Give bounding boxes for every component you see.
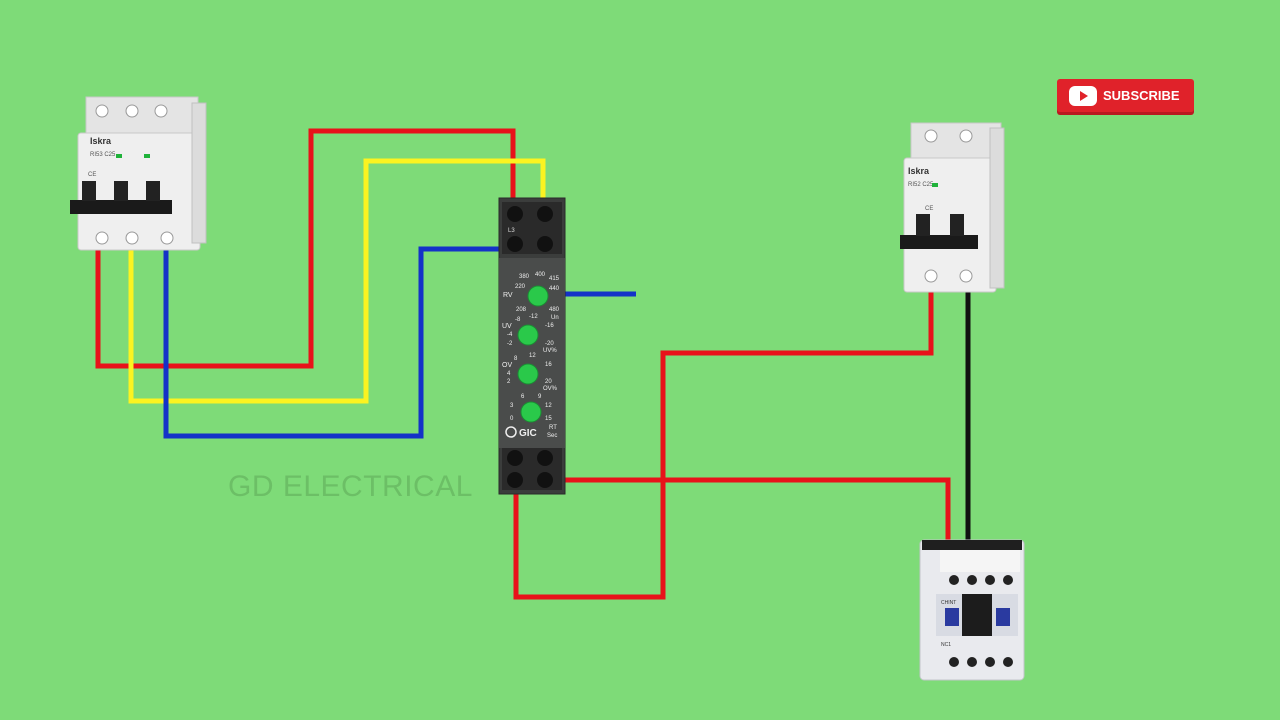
breaker-2p-model: RI52 C25 xyxy=(908,182,934,188)
relay-terminal-label: L3 xyxy=(508,228,515,234)
svg-text:-2: -2 xyxy=(507,341,513,347)
svg-text:20: 20 xyxy=(545,379,552,385)
watermark-text: GD ELECTRICAL xyxy=(228,470,473,503)
svg-text:8: 8 xyxy=(514,356,518,362)
svg-text:220: 220 xyxy=(515,284,526,290)
svg-text:Sec: Sec xyxy=(547,433,557,439)
svg-text:440: 440 xyxy=(549,286,560,292)
breaker-3-pole: Iskra RI53 C25 CE xyxy=(70,96,207,251)
svg-text:-8: -8 xyxy=(515,317,521,323)
svg-text:480: 480 xyxy=(549,307,560,313)
svg-text:208: 208 xyxy=(516,307,527,313)
gic-logo-icon xyxy=(505,426,517,438)
yellow-wire-l2 xyxy=(128,158,546,404)
relay-uv-label: UV xyxy=(502,323,512,330)
subscribe-label: SUBSCRIBE xyxy=(1103,88,1180,103)
breaker-3p-toggle[interactable] xyxy=(70,200,172,214)
relay-dial-rated-voltage[interactable] xyxy=(527,285,549,307)
relay-brand: GIC xyxy=(519,428,537,439)
breaker-2-pole: Iskra RI52 C25 CE xyxy=(900,122,1005,293)
svg-text:UV%: UV% xyxy=(543,348,557,354)
youtube-play-icon xyxy=(1069,85,1097,106)
svg-text:-16: -16 xyxy=(545,323,554,329)
relay-dial-reset-time[interactable] xyxy=(520,401,542,423)
breaker-2p-toggle[interactable] xyxy=(900,235,978,249)
breaker-2p-brand: Iskra xyxy=(908,166,930,176)
relay-rt-label: RT xyxy=(549,425,557,431)
svg-text:9: 9 xyxy=(538,394,542,400)
svg-text:4: 4 xyxy=(507,371,511,377)
relay-dial-under-voltage[interactable] xyxy=(517,324,539,346)
red-wire-l1 xyxy=(95,128,516,369)
svg-text:OV%: OV% xyxy=(543,386,558,392)
contactor-model: NC1 xyxy=(941,642,951,648)
svg-text:2: 2 xyxy=(507,379,511,385)
svg-text:415: 415 xyxy=(549,276,560,282)
svg-text:400: 400 xyxy=(535,272,546,278)
breaker-3p-model: RI53 C25 xyxy=(90,152,116,158)
svg-text:15: 15 xyxy=(545,416,552,422)
contactor-actuator xyxy=(962,594,992,636)
breaker-2p-ce-mark: CE xyxy=(925,206,933,212)
svg-text:-20: -20 xyxy=(545,341,554,347)
blue-wire-l3 xyxy=(163,238,510,439)
red-wire-contactor-coil xyxy=(549,477,951,550)
svg-text:12: 12 xyxy=(529,353,536,359)
svg-text:-4: -4 xyxy=(507,332,513,338)
relay-rv-label: RV xyxy=(503,292,513,299)
relay-ov-label: OV xyxy=(502,362,512,369)
contactor-brand: CHINT xyxy=(941,600,956,606)
svg-text:-12: -12 xyxy=(529,314,538,320)
svg-text:16: 16 xyxy=(545,362,552,368)
phase-monitoring-relay: L3 380 400 415 220 440 208 480 RV Un -8 … xyxy=(498,197,566,495)
relay-dial-over-voltage[interactable] xyxy=(517,363,539,385)
svg-text:6: 6 xyxy=(521,394,525,400)
breaker-3p-ce-mark: CE xyxy=(88,172,96,178)
svg-text:12: 12 xyxy=(545,403,552,409)
svg-text:0: 0 xyxy=(510,416,514,422)
contactor: CHINT NC1 xyxy=(919,539,1025,681)
red-wire-relay-out xyxy=(513,278,934,600)
wires xyxy=(95,128,971,600)
svg-text:3: 3 xyxy=(510,403,514,409)
subscribe-button[interactable]: SUBSCRIBE xyxy=(1057,79,1194,112)
breaker-3p-brand: Iskra xyxy=(90,136,112,146)
svg-text:Un: Un xyxy=(551,315,559,321)
svg-text:380: 380 xyxy=(519,274,530,280)
